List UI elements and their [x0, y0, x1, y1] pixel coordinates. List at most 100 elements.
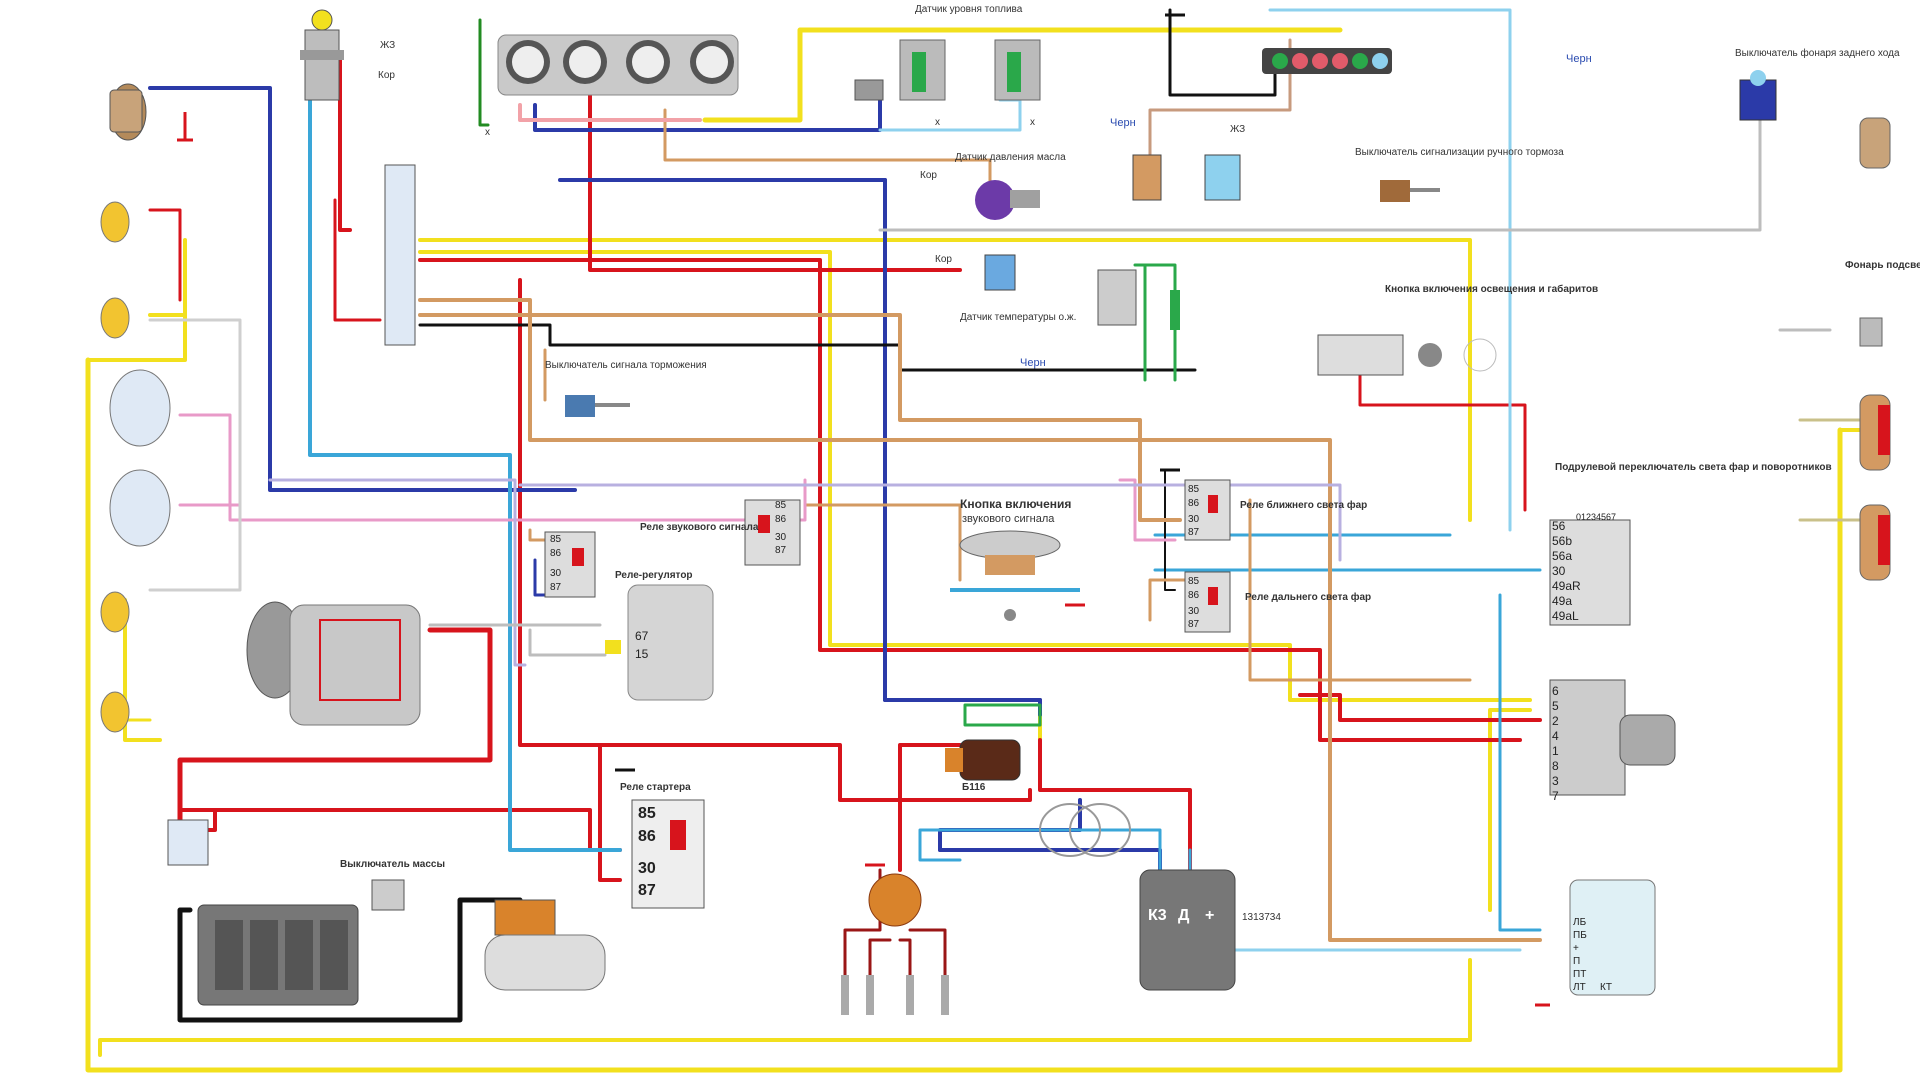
- gauge-panel: [497, 34, 739, 96]
- wire-pink-relay: [1118, 478, 1177, 542]
- distributor: [868, 873, 922, 927]
- wires: [85, 8, 1882, 1073]
- high-relay-86: 86: [1188, 590, 1200, 601]
- reverse-switch: [1739, 70, 1777, 121]
- wire-yellow-left-lamps: [86, 238, 187, 362]
- wire-red-left-lamp: [148, 208, 182, 302]
- wire-green-top: [478, 18, 490, 127]
- horn-relay: [744, 499, 801, 566]
- mass-switch: [371, 879, 405, 911]
- aux-relay-85: 85: [550, 534, 562, 545]
- brake-fluid-reservoir: [1204, 154, 1241, 201]
- wire-yellow-outer-loop: [85, 357, 1843, 1073]
- label-kor-top: Кор: [378, 70, 395, 81]
- high-relay-30: 30: [1188, 606, 1200, 617]
- wire-red-coil: [898, 743, 962, 872]
- starter-relay-85: 85: [638, 805, 656, 822]
- low-relay-85: 85: [1188, 484, 1200, 495]
- label-mass-switch: Выключатель массы: [340, 859, 445, 870]
- hazard-switch: [1549, 679, 1676, 796]
- label-plate-lamp: Фонарь подсветки номерного знака: [1845, 260, 1920, 271]
- reverse-lamp: [1859, 117, 1891, 169]
- label-kor-oil: Кор: [920, 170, 937, 181]
- starter-relay-86: 86: [638, 828, 656, 845]
- rear-lamp-1: [1859, 394, 1891, 471]
- label-temp-sensor: Датчик температуры о.ж.: [960, 312, 1076, 323]
- starter-relay: [631, 799, 705, 909]
- starter-relay-30: 30: [638, 860, 656, 877]
- wire-grey-right: [878, 108, 1832, 332]
- starter: [484, 899, 606, 991]
- wire-pink-gauges: [518, 103, 702, 122]
- low-relay-87: 87: [1188, 527, 1200, 538]
- ign-pin-2: 2: [1552, 714, 1559, 728]
- high-beam-relay: [1184, 571, 1231, 633]
- aux-relay-30: 30: [550, 568, 562, 579]
- wire-red-temp: [588, 88, 962, 272]
- commutator-code: 1313734: [1242, 912, 1281, 923]
- fuel-level-sensor: [854, 39, 1041, 101]
- horn-relay-87: 87: [775, 545, 787, 556]
- wire-yellow-fuse-row: [418, 238, 1472, 522]
- horn-relay-30: 30: [775, 532, 787, 543]
- horn-unit: [109, 83, 193, 142]
- wire-pink-headlight: [178, 413, 807, 522]
- ign-pin-1: 1: [1552, 744, 1559, 758]
- label-cherN-top: Черн: [1566, 53, 1592, 65]
- hazard-pin-lb: ЛБ: [1573, 917, 1587, 928]
- wire-red-lightswitch: [1358, 348, 1527, 512]
- headlight-1: [109, 369, 171, 447]
- light-switch: [1317, 334, 1497, 376]
- oil-pressure-sensor: [975, 180, 1040, 220]
- wire-red-generator: [177, 627, 493, 833]
- spark-plugs: [841, 975, 949, 1015]
- wire-black-top: [1168, 8, 1277, 97]
- high-relay-87: 87: [1188, 619, 1200, 630]
- column-pin-56b: 56b: [1552, 534, 1572, 548]
- label-zh3-top: ЖЗ: [380, 40, 395, 51]
- commutator-pin-k3: К3: [1148, 907, 1167, 924]
- column-pin-30: 30: [1552, 564, 1566, 578]
- wire-tan-oil: [663, 108, 992, 192]
- ign-pin-3: 3: [1552, 774, 1559, 788]
- label-starter-relay: Реле стартера: [620, 782, 691, 793]
- label-brake-switch: Выключатель сигнала торможения: [545, 360, 707, 371]
- parking-brake-switch: [1380, 180, 1440, 202]
- aux-relay: [544, 531, 596, 598]
- hazard-pin-plus: +: [1573, 943, 1579, 954]
- headlight-2: [109, 469, 171, 547]
- wire-black-relays: [1164, 469, 1176, 591]
- label-kor-temp: Кор: [935, 254, 952, 265]
- wire-lightblue-sensor: [878, 98, 1022, 132]
- brake-light-switch: [565, 395, 630, 417]
- horn-relay-86: 86: [775, 514, 787, 525]
- label-brake-fluid-switch: Выключатель сигнализации ручного тормоза: [1355, 147, 1564, 158]
- wire-tan-cherN: [1148, 38, 1292, 162]
- hall-sensor: [1097, 269, 1180, 330]
- wire-red-main-v: [338, 58, 352, 232]
- ign-pin-5: 5: [1552, 699, 1559, 713]
- wire-blue-commutator: [938, 848, 1162, 892]
- rear-lamp-2: [1859, 504, 1891, 581]
- label-high-beam-relay: Реле дальнего света фар: [1245, 591, 1371, 603]
- hazard-pin-lt: ЛТ: [1573, 982, 1586, 993]
- wire-lightblue-commutator: [918, 828, 1192, 872]
- column-pin-49a: 49a: [1552, 594, 1572, 608]
- generator: [246, 601, 421, 726]
- ignition-switch: [300, 9, 344, 101]
- regulator-relay: [605, 584, 714, 701]
- horn-button: [950, 530, 1080, 621]
- label-low-beam-relay: Реле ближнего света фар: [1240, 499, 1367, 511]
- label-cherN-low: Черн: [1020, 357, 1046, 369]
- wire-yellow-relay-left: [123, 598, 162, 742]
- side-lamp-3: [100, 591, 130, 633]
- label-reverse-switch: Выключатель фонаря заднего хода: [1735, 47, 1900, 59]
- wire-green-coil: [963, 703, 1042, 727]
- aux-relay-87: 87: [550, 582, 562, 593]
- hazard-pin-pb: ПБ: [1573, 930, 1587, 941]
- label-regulator-relay: Реле-регулятор: [615, 570, 693, 581]
- ground-symbols: [615, 13, 1550, 1007]
- wire-red-fuse-left: [333, 198, 382, 322]
- wire-tan-hazard: [1248, 498, 1472, 682]
- wire-yellow-gauges: [702, 27, 1343, 123]
